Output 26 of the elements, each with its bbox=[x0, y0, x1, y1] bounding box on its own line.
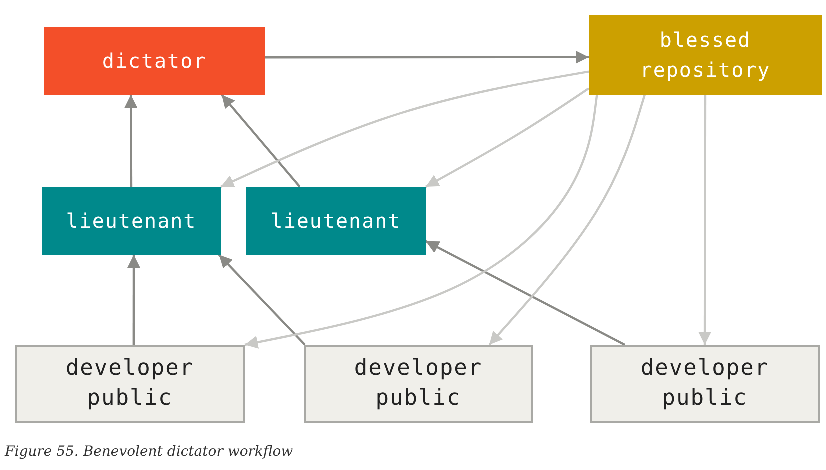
arrow bbox=[488, 94, 646, 346]
arrow bbox=[244, 94, 598, 349]
developer-box bbox=[304, 345, 533, 423]
dictator-box bbox=[44, 27, 265, 95]
node-label: dictator bbox=[102, 48, 207, 75]
developer-box bbox=[15, 345, 245, 423]
arrow bbox=[426, 240, 626, 346]
repository-box bbox=[589, 15, 822, 95]
node-label: developer public bbox=[353, 355, 484, 413]
arrow bbox=[698, 95, 712, 345]
node-label: lieutenant bbox=[66, 208, 197, 235]
arrow bbox=[220, 70, 590, 188]
node-label: lieutenant bbox=[270, 208, 402, 235]
lieutenant-box bbox=[246, 187, 426, 255]
arrow bbox=[218, 254, 306, 346]
arrow bbox=[124, 95, 138, 187]
node-label: developer public bbox=[640, 355, 770, 413]
developer-box bbox=[590, 345, 820, 423]
arrow bbox=[425, 88, 590, 188]
figure-caption: Figure 55. Benevolent dictator workflow bbox=[5, 444, 294, 460]
arrow bbox=[128, 255, 140, 345]
lieutenant-box bbox=[42, 187, 221, 255]
node-label: developer public bbox=[64, 355, 196, 413]
node-label: blessed repository bbox=[639, 27, 772, 84]
arrow bbox=[221, 94, 301, 188]
arrow bbox=[265, 50, 589, 64]
